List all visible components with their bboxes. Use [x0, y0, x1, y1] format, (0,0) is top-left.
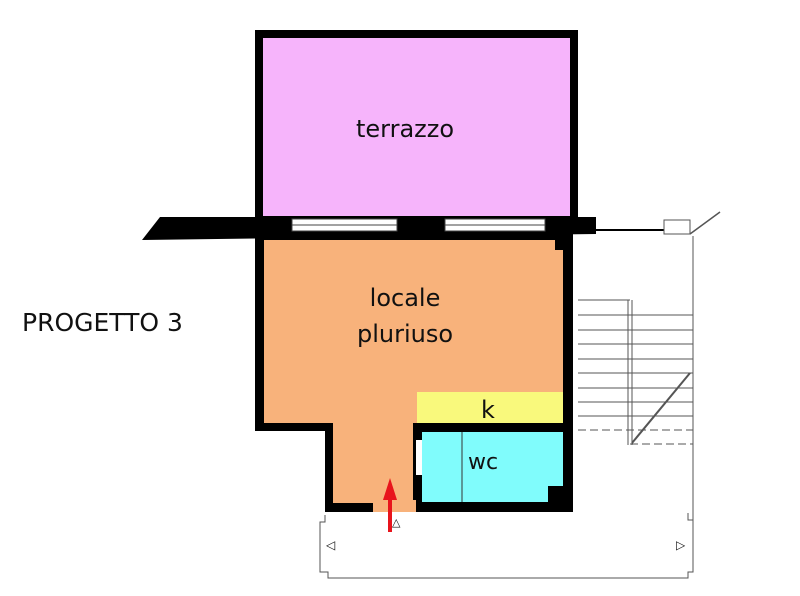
- living-room-label-1: locale: [370, 284, 441, 312]
- kitchen-area: [417, 392, 563, 423]
- terrace-room: [255, 30, 578, 224]
- pillar: [548, 486, 563, 502]
- terrace-label: terrazzo: [356, 115, 454, 143]
- arrow-right-icon: ▷: [676, 538, 686, 552]
- kitchen-label: k: [481, 396, 495, 424]
- bathroom-door: [416, 440, 422, 475]
- triangle-marker-icon: △: [392, 516, 401, 529]
- living-room-label-2: pluriuso: [357, 320, 453, 348]
- bathroom-wall: [416, 424, 563, 432]
- entrance-door-gap: [373, 500, 416, 512]
- bathroom-label: wc: [468, 450, 498, 475]
- staircase: [578, 236, 694, 572]
- arrow-left-icon: ◁: [325, 538, 335, 552]
- cut-line: [689, 211, 721, 235]
- project-title: PROGETTO 3: [22, 308, 183, 337]
- bathroom: [422, 432, 563, 502]
- living-room: [264, 240, 563, 503]
- landing: [319, 513, 694, 579]
- pillar: [663, 219, 691, 235]
- entrance-arrow-icon: [383, 478, 397, 532]
